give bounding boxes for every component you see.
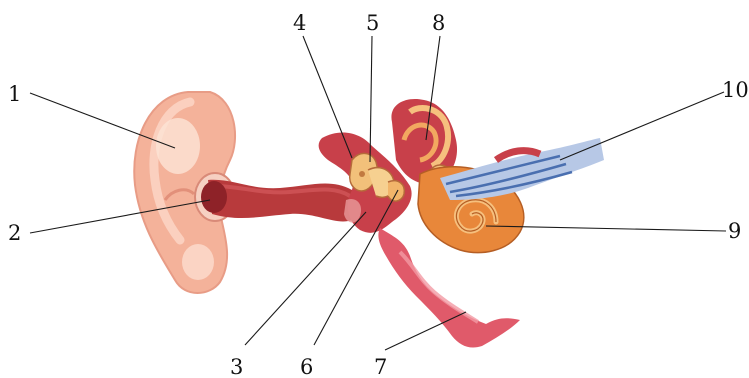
ear-canal [195, 173, 363, 222]
label-9: 9 [728, 219, 741, 243]
label-8: 8 [432, 11, 445, 35]
label-3: 3 [230, 355, 243, 378]
label-1: 1 [8, 82, 21, 106]
leader-line-10 [560, 92, 724, 160]
leader-line-5 [370, 36, 372, 162]
label-7: 7 [374, 355, 387, 378]
label-2: 2 [8, 221, 21, 245]
label-6: 6 [300, 355, 313, 378]
label-10: 10 [722, 78, 749, 102]
label-5: 5 [366, 11, 379, 35]
label-4: 4 [293, 11, 306, 35]
leader-line-3 [245, 212, 366, 345]
